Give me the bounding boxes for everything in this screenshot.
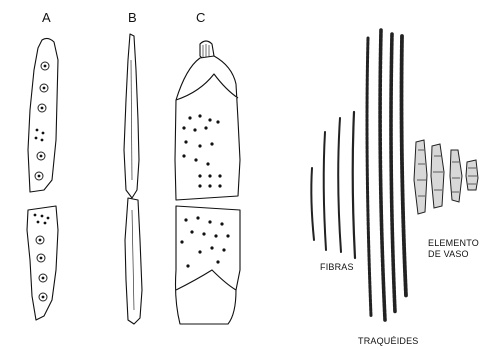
panel-c-upper-element [175, 41, 240, 200]
tracheids-group [367, 30, 406, 320]
label-traqueides: TRAQUÉIDES [358, 336, 419, 346]
fibers-group [311, 112, 355, 258]
panel-b-upper-fiber [124, 34, 139, 198]
label-fibras: FIBRAS [320, 262, 354, 272]
panel-b-lower-fiber [125, 198, 142, 324]
label-elemento-line1: ELEMENTO [428, 238, 479, 248]
panel-label-c: C [196, 10, 205, 25]
panel-label-a: A [42, 10, 51, 25]
panel-a-upper-cell [28, 38, 58, 192]
panel-label-b: B [128, 10, 137, 25]
vessel-elements-group [414, 140, 478, 214]
panel-c-lower-element [176, 206, 241, 324]
panel-a-lower-cell [27, 206, 58, 320]
label-elemento-line2: DE VASO [428, 249, 469, 259]
